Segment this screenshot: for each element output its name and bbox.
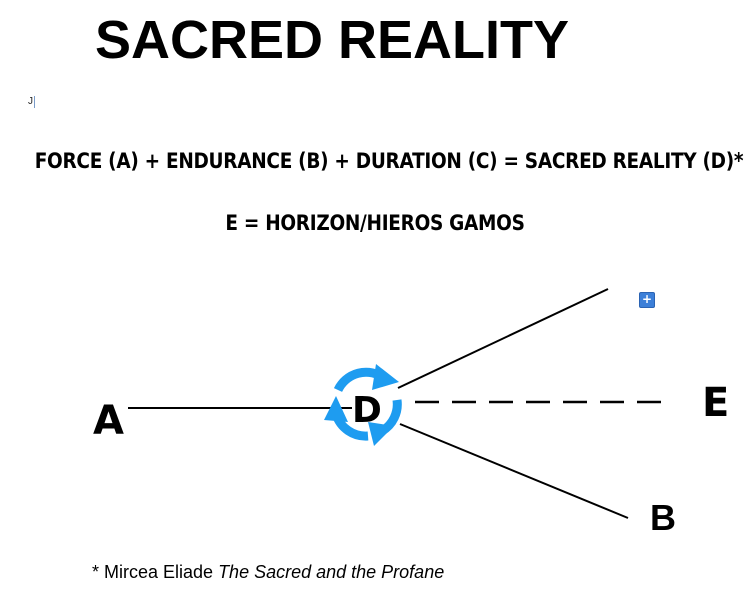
line-d-to-upper	[397, 288, 609, 389]
formula-line-2: E = HORIZON/HIEROS GAMOS	[225, 211, 525, 236]
footnote-book-title: The Sacred and the Profane	[218, 562, 445, 582]
label-e: E	[702, 380, 729, 426]
text-cursor[interactable]: J	[28, 96, 35, 108]
footnote-author: * Mircea Eliade	[92, 562, 219, 582]
label-a: A	[93, 398, 124, 444]
add-button[interactable]: +	[639, 292, 655, 308]
label-d: D	[352, 390, 382, 431]
formula-line-1: FORCE (A) + ENDURANCE (B) + DURATION (C)…	[34, 149, 744, 174]
line-d-to-b	[399, 423, 629, 519]
page-title: SACRED REALITY	[95, 10, 570, 70]
label-b: B	[650, 497, 676, 538]
footnote: * Mircea Eliade The Sacred and the Profa…	[92, 562, 444, 583]
cycle-icon	[324, 364, 402, 446]
